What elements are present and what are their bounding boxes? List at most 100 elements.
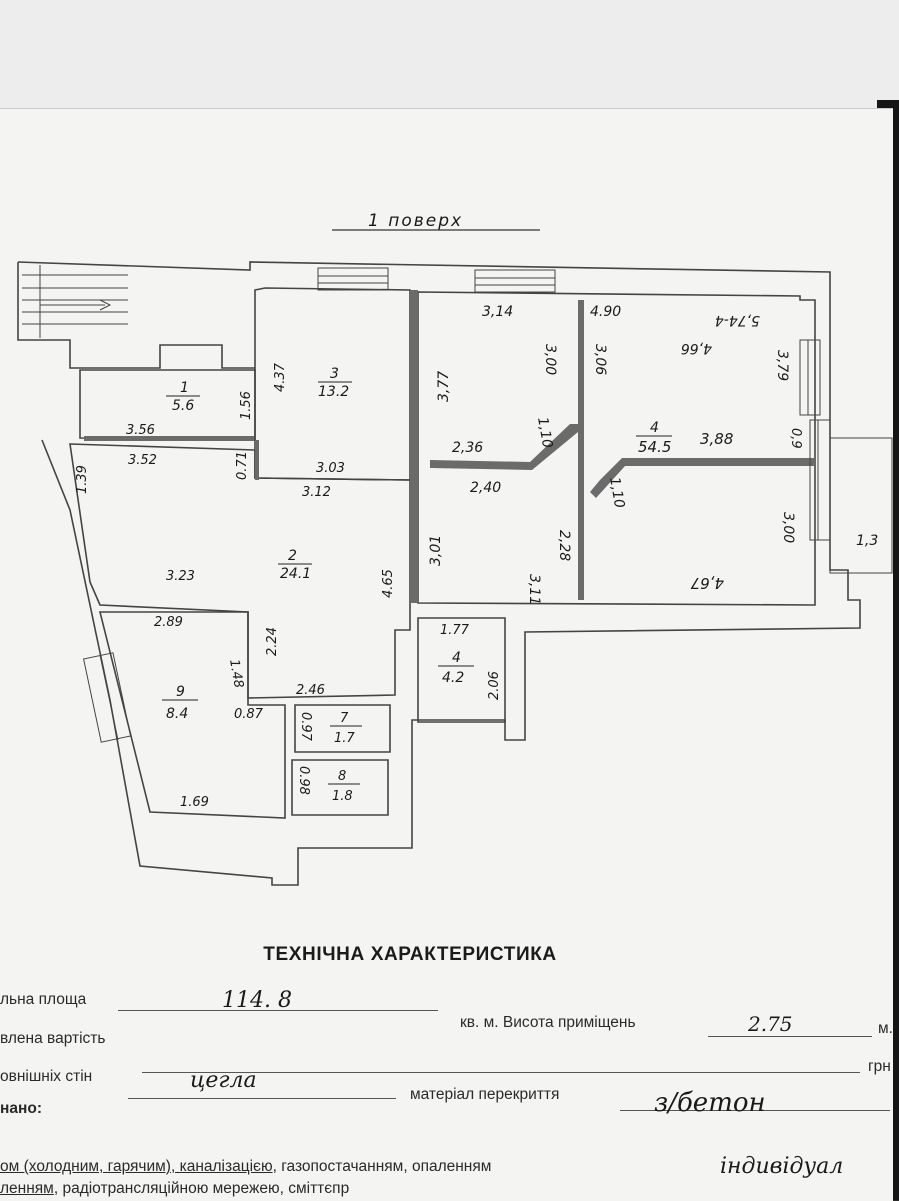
dim-label: 1.56 [239, 391, 254, 420]
dim-label: 3,00 [780, 512, 796, 543]
room-1: 1 5.6 [166, 380, 200, 414]
svg-text:1.7: 1.7 [334, 731, 355, 746]
radio-network-text: , радіотрансляційною мережею, сміттєпр [53, 1180, 350, 1197]
dim-label: 5,74-4 [715, 312, 760, 328]
area-label: льна площа [0, 991, 87, 1008]
dim-label: 3,11 [526, 574, 542, 605]
dim-label: 3,06 [592, 344, 608, 375]
dim-label: 1.69 [180, 795, 209, 810]
svg-text:7: 7 [340, 711, 349, 726]
dim-label: 4.65 [381, 569, 396, 598]
stairs [22, 265, 128, 338]
area-fill-line [118, 1010, 438, 1011]
tech-heading: ТЕХНІЧНА ХАРАКТЕРИСТИКА [263, 944, 557, 965]
dim-label: 0.87 [234, 707, 264, 722]
electricity-text: ленням [0, 1180, 54, 1197]
dim-label: 1,10 [534, 416, 555, 450]
dimension-labels: 3.56 3.52 1.56 1.39 4.37 0.71 3.03 3.12 … [75, 304, 878, 810]
ceiling-fill-line [620, 1110, 890, 1111]
dim-label: 2,40 [470, 480, 501, 496]
svg-text:4: 4 [650, 420, 659, 436]
dim-label: 3.23 [166, 569, 195, 584]
area-value: 114. 8 [222, 988, 292, 1013]
svg-text:13.2: 13.2 [318, 384, 349, 400]
room-4-large: 4 54.5 [636, 420, 672, 456]
svg-text:54.5: 54.5 [638, 438, 671, 456]
dim-label: 1.77 [440, 623, 470, 638]
dim-label: 0.71 [235, 451, 250, 480]
plan-walls [17, 261, 861, 886]
height-unit: м. [878, 1020, 893, 1037]
dim-label: 1.39 [75, 465, 90, 494]
svg-text:1: 1 [180, 380, 189, 396]
background-sheet [0, 0, 899, 112]
room-8: 8 1.8 [328, 769, 360, 804]
plan-hatching [84, 290, 815, 603]
walls-value: цегла [190, 1068, 257, 1093]
cost-label: влена вартість [0, 1030, 106, 1047]
water-supply-text: ом (холодним, гарячим) [0, 1158, 171, 1175]
svg-text:1.8: 1.8 [332, 789, 353, 804]
svg-text:8: 8 [338, 769, 346, 784]
room-4-small: 4 4.2 [438, 650, 474, 686]
dim-label: 3,77 [436, 371, 452, 402]
dim-label: 3,79 [774, 350, 790, 381]
height-value: 2.75 [748, 1012, 793, 1036]
dim-label: 2.89 [154, 615, 183, 630]
dim-label: 2.46 [296, 683, 325, 698]
svg-text:3: 3 [330, 366, 339, 382]
room-3: 3 13.2 [318, 366, 352, 400]
heating-value: індивідуал [720, 1154, 844, 1179]
dim-label: 3,88 [700, 430, 733, 448]
cost-unit: грн [868, 1058, 891, 1075]
svg-text:24.1: 24.1 [280, 566, 311, 582]
walls-fill-line [128, 1098, 396, 1099]
dim-label: 2.24 [265, 627, 280, 656]
dim-label: 3,00 [542, 344, 558, 375]
dim-label: 0.98 [296, 766, 311, 795]
dim-label: 4,66 [681, 340, 712, 356]
svg-text:5.6: 5.6 [172, 398, 194, 414]
svg-text:4: 4 [452, 650, 461, 666]
svg-text:4.2: 4.2 [442, 670, 464, 686]
dim-label: 3.03 [316, 461, 345, 476]
dim-label: 3,01 [428, 535, 444, 566]
dim-label: 3.52 [128, 453, 157, 468]
dim-label: 4.37 [273, 362, 288, 392]
walls-label: овнішніх стін [0, 1068, 93, 1085]
room-7: 7 1.7 [330, 711, 362, 746]
ceiling-value: з/бетон [654, 1088, 766, 1118]
room-2: 2 24.1 [278, 548, 312, 582]
utilities-line: ом (холодним, гарячим), каналізацією, га… [0, 1158, 491, 1176]
dim-label: 2,28 [556, 530, 572, 561]
equipped-label: нано: [0, 1100, 42, 1117]
floor-title: 1 поверх [368, 211, 463, 231]
dim-label: 3,14 [482, 304, 513, 320]
sewerage-text: , каналізацією [170, 1158, 273, 1175]
ceiling-label: матеріал перекриття [410, 1086, 560, 1103]
dim-label: 4.90 [590, 304, 621, 320]
height-label: кв. м. Висота приміщень [460, 1014, 636, 1031]
dim-label: 0.97 [298, 712, 313, 742]
cost-fill-line [142, 1072, 860, 1073]
room-9: 9 8.4 [162, 684, 198, 722]
dim-label: 1.48 [226, 658, 246, 689]
svg-text:2: 2 [288, 548, 297, 564]
dim-label: 2,36 [452, 440, 483, 456]
dim-label: 4,67 [690, 574, 724, 592]
room-labels: 1 5.6 2 24.1 3 13.2 4 54.5 4 4.2 7 1.7 [162, 366, 672, 804]
power-line: ленням, радіотрансляційною мережею, сміт… [0, 1180, 349, 1198]
dim-label: 1,3 [856, 533, 878, 549]
height-fill-line [708, 1036, 872, 1037]
dim-label: 1,10 [606, 476, 627, 510]
gas-heating-text: , газопостачанням, опаленням [272, 1158, 492, 1175]
dim-label: 0,9 [788, 428, 803, 449]
svg-text:9: 9 [176, 684, 185, 700]
dim-label: 2.06 [487, 671, 502, 700]
document-sheet [0, 108, 893, 1201]
dim-label: 3.56 [126, 423, 155, 438]
dim-label: 3.12 [302, 485, 331, 500]
windows [83, 267, 893, 743]
svg-text:8.4: 8.4 [166, 706, 188, 722]
